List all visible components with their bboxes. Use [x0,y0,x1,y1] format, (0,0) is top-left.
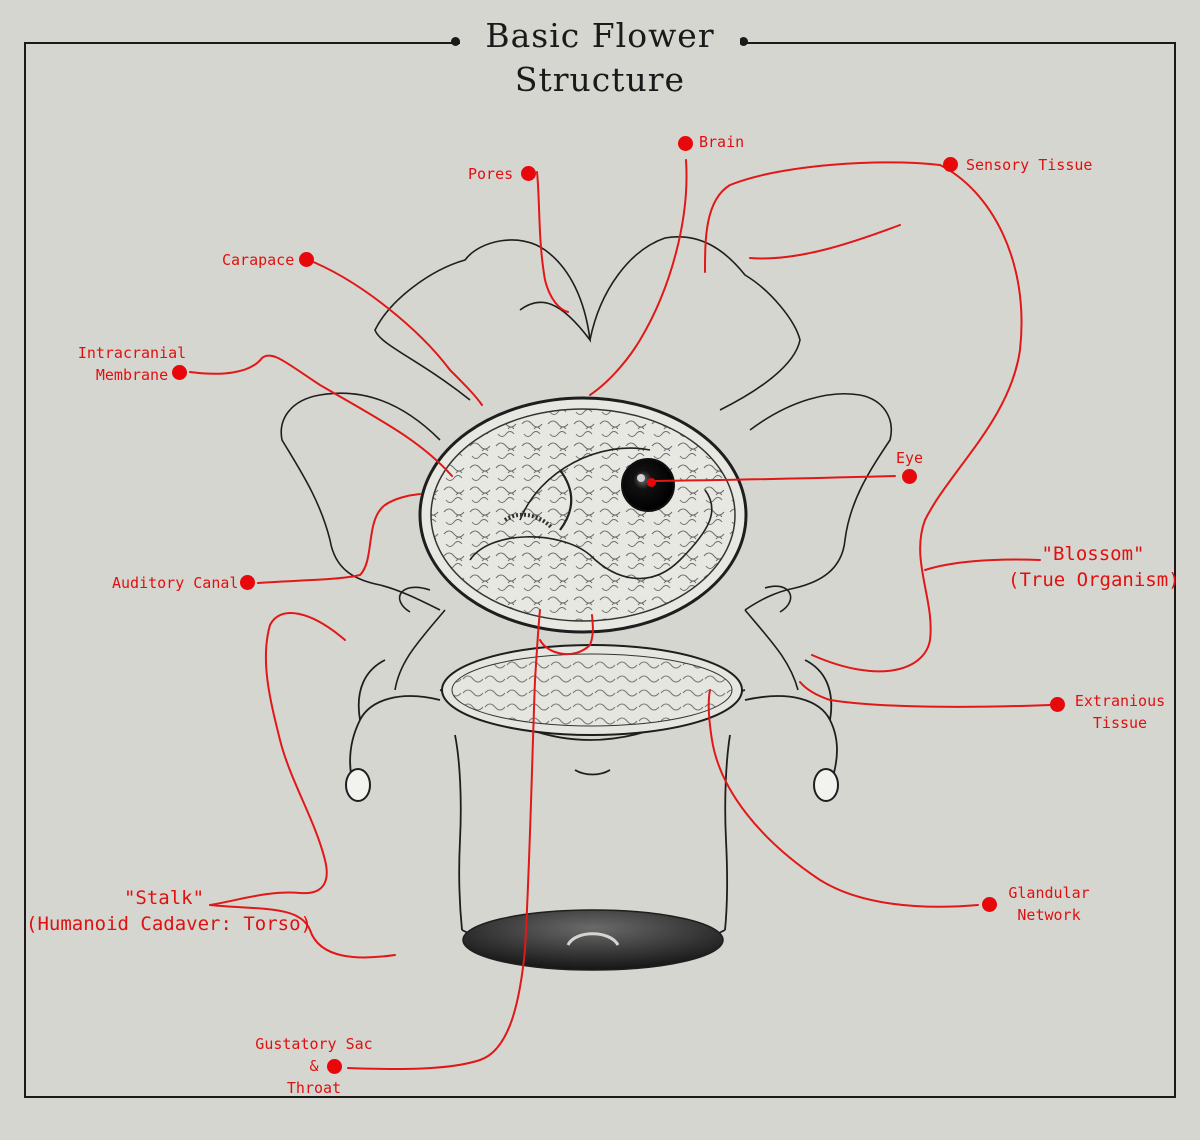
eye-dot [902,469,917,484]
label-eye: Eye [896,449,924,467]
label-intracranial-line-1: Intracranial [77,344,187,362]
pores-dot [521,166,536,181]
label-sensory-tissue: Sensory Tissue [966,156,1093,174]
title-right-dot [739,37,748,46]
label-carapace: Carapace [222,251,295,269]
left-arm-stump [345,768,371,802]
eye-target-dot [647,478,656,487]
label-stalk-line-1: "Stalk" [123,887,205,909]
brain-drawing [430,408,736,622]
label-glandular-network: Glandular Network [1004,882,1094,926]
title-line-2: Structure [514,60,686,99]
title-left-dot [451,37,460,46]
carapace-dot [299,252,314,267]
label-extranious-line-1: Extranious [1074,692,1166,710]
label-blossom-line-1: "Blossom" [1041,543,1145,565]
sensory-tissue-dot [943,157,958,172]
label-auditory-canal: Auditory Canal [112,574,239,592]
auditory-canal-dot [240,575,255,590]
diagram-title: Basic Flower Structure [460,14,740,102]
label-glandular-line-1: Glandular [1008,884,1090,902]
label-blossom-line-2: (True Organism) [1008,569,1180,591]
leader-lines [189,159,1051,1071]
intracranial-membrane-dot [172,365,187,380]
label-gustatory-sac: Gustatory Sac & Throat [250,1033,378,1099]
label-pores: Pores [468,165,514,183]
brain-dot [678,136,693,151]
label-stalk-line-2: (Humanoid Cadaver: Torso) [26,913,312,935]
label-extranious-line-2: Tissue [1092,714,1148,732]
glandular-network-dot [982,897,997,912]
label-gustatory-line-3: Throat [286,1079,342,1097]
petals [280,236,892,691]
label-stalk: "Stalk" (Humanoid Cadaver: Torso) [26,885,312,937]
throat-opening [462,909,724,971]
label-gustatory-line-2: & [309,1057,319,1075]
label-glandular-line-2: Network [1017,906,1081,924]
gustatory-sac-dot [327,1059,342,1074]
label-brain: Brain [699,133,745,151]
label-blossom: "Blossom" (True Organism) [1008,541,1180,593]
extranious-tissue-dot [1050,697,1065,712]
label-extranious-tissue: Extranious Tissue [1068,690,1172,734]
label-intracranial-membrane: Intracranial Membrane [72,342,192,386]
label-gustatory-line-1: Gustatory Sac [255,1035,373,1053]
right-arm-stump [813,768,839,802]
label-intracranial-line-2: Membrane [95,366,169,384]
title-line-1: Basic Flower [485,16,715,55]
